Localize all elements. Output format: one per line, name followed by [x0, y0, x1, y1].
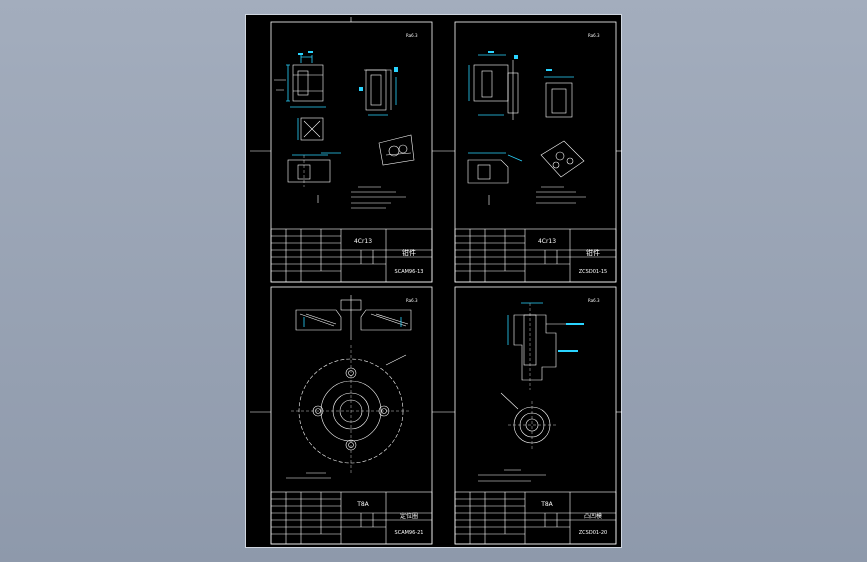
drawing-number: SCAM96-21 [395, 530, 424, 536]
part-section-1 [274, 51, 326, 108]
block-label: T8A [356, 501, 369, 508]
roughness-note: Ra6.3 [406, 298, 418, 303]
part-section-2 [359, 67, 398, 116]
drawing-number: ZCSD01-20 [579, 530, 607, 536]
part-square [297, 117, 324, 141]
tech-notes [286, 472, 331, 479]
part-isometric [378, 134, 415, 166]
plan-view [500, 392, 556, 449]
drawing-top-right: Ra6.3 [432, 21, 622, 283]
part-section-3 [467, 152, 523, 205]
part-name: 钳件 [402, 248, 416, 257]
plan-view [291, 345, 411, 475]
drawing-number: ZCSD01-15 [579, 269, 607, 275]
drawing-sheet: Ra6.3 [245, 14, 622, 548]
drawing-bottom-right: Ra6.3 [454, 286, 622, 545]
part-isometric [540, 140, 585, 178]
drawing-top-left: Ra6.3 [250, 17, 433, 283]
part-section-2 [544, 69, 574, 118]
roughness-note: Ra6.3 [406, 33, 418, 38]
title-block: 4Cr13 钳件 SCAM96-13 [270, 228, 433, 283]
drawing-number: SCAM96-13 [395, 269, 424, 275]
roughness-note: Ra6.3 [588, 298, 600, 303]
tech-notes [478, 469, 546, 482]
part-name: 定位圈 [400, 512, 418, 520]
tech-notes [351, 186, 406, 209]
frame-bottom-left [270, 286, 433, 545]
part-name: 凸凹模 [584, 512, 602, 520]
block-label: 4Cr13 [354, 238, 372, 245]
part-name: 钳件 [586, 248, 600, 257]
title-block: T8A 定位圈 SCAM96-21 [270, 491, 433, 545]
frame-bottom-right [454, 286, 617, 545]
title-block: T8A 凸凹模 ZCSD01-20 [454, 491, 617, 545]
part-section-3 [287, 152, 341, 203]
roughness-note: Ra6.3 [588, 33, 600, 38]
cad-drawing: Ra6.3 [250, 17, 622, 545]
section-view [295, 295, 412, 340]
drawing-bottom-left: Ra6.3 [250, 286, 455, 545]
section-view [507, 302, 584, 390]
block-label: T8A [540, 501, 553, 508]
block-label: 4Cr13 [538, 238, 556, 245]
part-section-1 [468, 51, 519, 120]
title-block: 4Cr13 钳件 ZCSD01-15 [454, 228, 617, 283]
tech-notes [536, 186, 586, 204]
